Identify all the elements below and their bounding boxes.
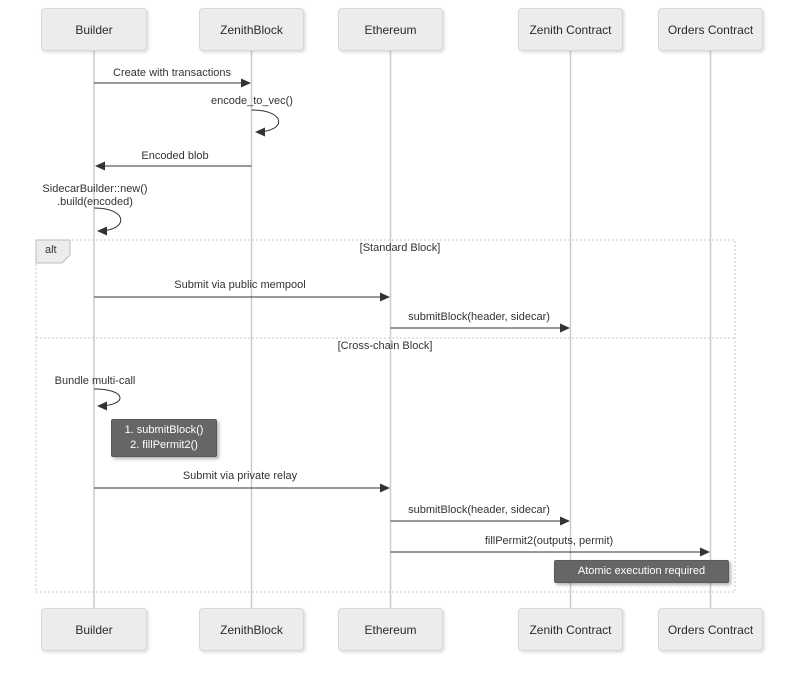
alt-label-box — [35, 239, 71, 264]
note-atomic-execution: Atomic execution required — [554, 560, 729, 583]
participant-label: Builder — [75, 22, 113, 37]
alt-section-label-crosschain: [Cross-chain Block] — [337, 340, 433, 352]
message-bundle-multicall: Bundle multi-call — [54, 375, 136, 387]
message-encode-to-vec: encode_to_vec() — [211, 95, 293, 107]
message-encoded-blob: Encoded blob — [141, 150, 209, 162]
note-multicall-line2: 2. fillPermit2() — [130, 439, 198, 451]
message-sidecar-builder-line1: SidecarBuilder::new() — [42, 183, 148, 195]
message-submit-private-relay: Submit via private relay — [182, 470, 298, 482]
participant-ethereum-top: Ethereum — [338, 8, 443, 51]
note-multicall: 1. submitBlock() 2. fillPermit2() — [111, 419, 217, 457]
participant-zenith-contract-top: Zenith Contract — [518, 8, 623, 51]
alt-section-label-standard: [Standard Block] — [359, 242, 441, 254]
participant-builder-bottom: Builder — [41, 608, 147, 651]
participant-label: Orders Contract — [667, 622, 754, 637]
message-submit-block-2: submitBlock(header, sidecar) — [408, 504, 550, 516]
participant-label: Ethereum — [364, 622, 417, 637]
participant-ethereum-bottom: Ethereum — [338, 608, 443, 651]
participant-builder-top: Builder — [41, 8, 147, 51]
alt-frame-label: alt — [45, 244, 57, 256]
participant-label: Builder — [75, 622, 113, 637]
arrow-bundle-self-loop — [93, 388, 121, 411]
lifelines — [93, 51, 712, 608]
message-submit-block-1: submitBlock(header, sidecar) — [408, 311, 550, 323]
participant-label: ZenithBlock — [220, 22, 283, 37]
participant-orders-contract-bottom: Orders Contract — [658, 608, 763, 651]
note-atomic-execution-text: Atomic execution required — [577, 565, 706, 577]
alt-frame-border — [35, 239, 736, 593]
arrow-encode-self-loop — [251, 109, 280, 137]
participant-label: Zenith Contract — [529, 22, 612, 37]
message-create-with-transactions: Create with transactions — [113, 67, 231, 79]
participant-zenithblock-top: ZenithBlock — [199, 8, 304, 51]
message-fill-permit2: fillPermit2(outputs, permit) — [484, 535, 614, 547]
participant-label: Ethereum — [364, 22, 417, 37]
message-sidecar-builder: SidecarBuilder::new() .build(encoded) — [42, 183, 147, 209]
participant-label: Zenith Contract — [529, 622, 612, 637]
arrow-sidecar-self-loop — [93, 207, 122, 236]
message-sidecar-builder-line2: .build(encoded) — [57, 196, 133, 208]
participant-zenith-contract-bottom: Zenith Contract — [518, 608, 623, 651]
message-arrows — [93, 78, 710, 557]
participant-label: ZenithBlock — [220, 622, 283, 637]
note-multicall-line1: 1. submitBlock() — [124, 424, 204, 436]
participant-orders-contract-top: Orders Contract — [658, 8, 763, 51]
participant-zenithblock-bottom: ZenithBlock — [199, 608, 304, 651]
message-submit-public-mempool: Submit via public mempool — [174, 279, 306, 291]
participant-label: Orders Contract — [667, 22, 754, 37]
alt-frame — [35, 239, 736, 593]
